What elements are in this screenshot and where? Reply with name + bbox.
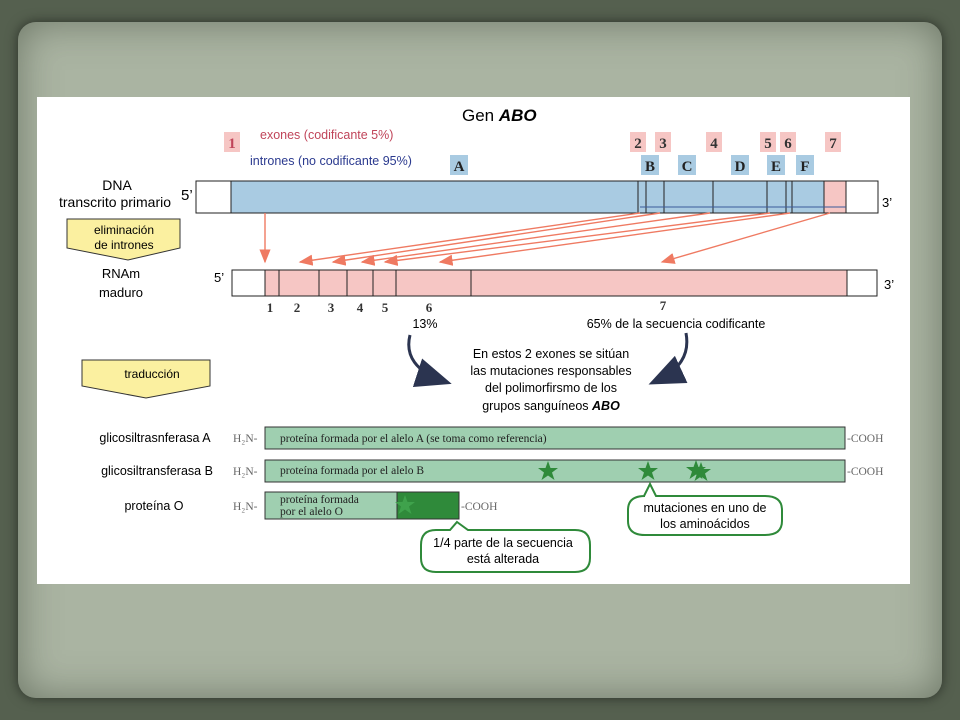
protein-b-text: proteína formada por el alelo B xyxy=(280,465,424,477)
protein-a-name: glicosiltrasnferasa A xyxy=(99,431,211,445)
protein-o-text-2: por el alelo O xyxy=(280,506,343,518)
curved-arrow-left xyxy=(407,334,452,388)
svg-text:H₂N-: H₂N- xyxy=(233,466,258,478)
svg-text:1/4 parte de la secuencia: 1/4 parte de la secuencia xyxy=(433,536,573,550)
svg-text:-COOH: -COOH xyxy=(461,501,497,513)
mutation-star-2 xyxy=(638,461,658,480)
svg-text:6: 6 xyxy=(784,136,792,152)
curved-arrow-right xyxy=(648,332,689,385)
svg-text:-COOH: -COOH xyxy=(847,433,883,445)
percent-65: 65% de la secuencia codificante xyxy=(587,317,766,331)
svg-text:3: 3 xyxy=(328,300,335,315)
svg-text:-COOH: -COOH xyxy=(847,466,883,478)
mutation-star-1 xyxy=(538,461,558,480)
protein-o-row: proteína O H₂N- proteína formada por el … xyxy=(124,491,497,520)
svg-text:4: 4 xyxy=(710,136,718,152)
mutation-star-4 xyxy=(691,462,711,481)
svg-text:6: 6 xyxy=(426,300,433,315)
mrna-bar xyxy=(231,269,878,297)
intron-letter-labels: A B C D E F xyxy=(450,155,814,175)
legend-exon-swatch xyxy=(224,132,240,152)
callout-mutations: mutaciones en uno de los aminoácidos xyxy=(627,481,783,536)
svg-text:traducción: traducción xyxy=(124,367,179,381)
svg-text:1: 1 xyxy=(267,300,274,315)
percent-13: 13% xyxy=(412,317,437,331)
mrna-label-2: maduro xyxy=(99,285,143,300)
dna-label-2: transcrito primario xyxy=(59,194,171,210)
protein-b-row: glicosiltransferasa B H₂N- proteína form… xyxy=(101,459,883,483)
legend-exons: exones (codificante 5%) xyxy=(260,128,393,142)
diagram-title: Gen ABO xyxy=(462,106,537,125)
svg-text:grupos sanguíneos ABO: grupos sanguíneos ABO xyxy=(482,399,620,413)
dna-label: DNA xyxy=(102,177,132,193)
splicing-lines xyxy=(259,212,831,266)
mrna-label: RNAm xyxy=(102,266,140,281)
svg-text:7: 7 xyxy=(829,136,837,152)
translation-arrow: traducción xyxy=(81,359,211,399)
svg-text:5: 5 xyxy=(382,300,389,315)
svg-text:D: D xyxy=(735,159,746,175)
protein-a-text: proteína formada por el alelo A (se toma… xyxy=(280,433,547,445)
svg-text:E: E xyxy=(771,159,781,175)
mrna-three-prime: 3’ xyxy=(884,277,894,292)
svg-text:del polimorfirsmo de los: del polimorfirsmo de los xyxy=(485,381,617,395)
svg-text:mutaciones en uno de: mutaciones en uno de xyxy=(643,501,766,515)
svg-text:4: 4 xyxy=(357,300,364,315)
svg-text:2: 2 xyxy=(634,136,642,152)
mrna-exon-numbers: 1 2 3 4 5 6 7 xyxy=(267,298,667,315)
svg-text:B: B xyxy=(645,159,655,175)
svg-text:2: 2 xyxy=(294,300,301,315)
exon-number-1: 1 xyxy=(228,136,236,152)
splicing-arrow: eliminación de intrones xyxy=(66,218,181,261)
exon-number-labels: 2 3 4 5 6 7 xyxy=(630,132,841,152)
protein-a-row: glicosiltrasnferasa A H₂N- proteína form… xyxy=(99,426,883,450)
protein-b-name: glicosiltransferasa B xyxy=(101,464,213,478)
mutation-star-o xyxy=(395,495,415,514)
svg-text:3: 3 xyxy=(659,136,667,152)
svg-text:H₂N-: H₂N- xyxy=(233,433,258,445)
protein-o-name: proteína O xyxy=(124,499,183,513)
svg-text:las mutaciones responsables: las mutaciones responsables xyxy=(470,364,631,378)
svg-text:los aminoácidos: los aminoácidos xyxy=(660,517,750,531)
svg-text:H₂N-: H₂N- xyxy=(233,501,258,513)
svg-text:de intrones: de intrones xyxy=(94,238,153,252)
protein-o-text-1: proteína formada xyxy=(280,494,359,506)
svg-text:está alterada: está alterada xyxy=(467,552,539,566)
svg-text:eliminación: eliminación xyxy=(94,223,154,237)
svg-text:A: A xyxy=(454,159,465,175)
svg-text:C: C xyxy=(682,159,693,175)
svg-text:7: 7 xyxy=(660,298,667,313)
svg-text:F: F xyxy=(800,159,809,175)
svg-text:En estos 2 exones se sitúan: En estos 2 exones se sitúan xyxy=(473,347,629,361)
callout-altered: 1/4 parte de la secuencia está alterada xyxy=(420,520,591,573)
legend-introns: intrones (no codificante 95%) xyxy=(250,154,412,168)
note-text: En estos 2 exones se sitúan las mutacion… xyxy=(470,347,631,413)
svg-text:5: 5 xyxy=(764,136,772,152)
dna-three-prime: 3’ xyxy=(882,195,892,210)
dna-five-prime: 5’ xyxy=(181,187,193,204)
dna-bar xyxy=(195,180,879,214)
mrna-five-prime: 5’ xyxy=(214,270,224,285)
